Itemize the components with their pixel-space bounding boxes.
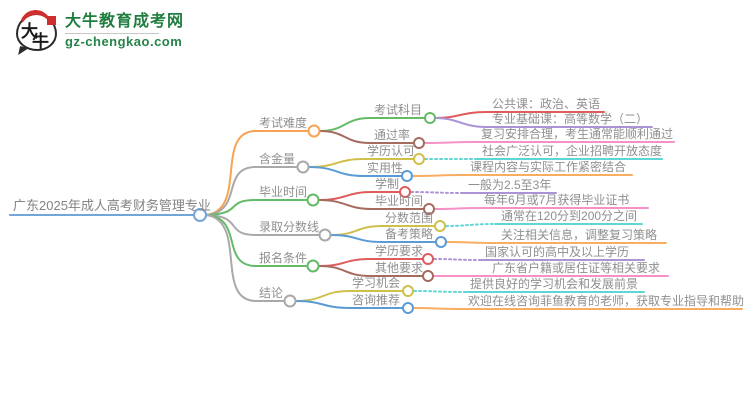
leaf-line-length-dotted [410, 191, 463, 194]
subnode-label-study-length[interactable]: 学制 [375, 177, 400, 191]
leaf-label-public-courses[interactable]: 公共课：政治、英语 [492, 97, 601, 111]
leaf-label-length-detail[interactable]: 一般为2.5至3年 [468, 178, 552, 192]
branch-label-conclusion[interactable]: 结论 [259, 286, 284, 300]
node-toggle-consult-recommend[interactable] [402, 302, 414, 314]
subnode-label-practicality[interactable]: 实用性 [367, 161, 404, 175]
logo-bubble-char-2: 牛 [32, 32, 49, 52]
node-toggle-practicality[interactable] [401, 170, 413, 182]
logo-site-url: gz-chengkao.com [65, 34, 183, 49]
node-toggle-admission-score[interactable] [318, 228, 332, 242]
leaf-label-consult-detail[interactable]: 欢迎在线咨询菲鱼教育的老师，获取专业指导和帮助 [468, 294, 745, 308]
logo-divider [65, 33, 159, 34]
leaf-line-graduation-date-detail [434, 207, 649, 210]
leaf-line-strategy-detail [446, 241, 667, 244]
logo-text-block: 大牛教育成考网 gz-chengkao.com [65, 13, 184, 49]
leaf-line-edu-req-dotted [433, 258, 480, 261]
leaf-line-consult-detail [413, 307, 743, 310]
branch-label-registration[interactable]: 报名条件 [259, 251, 308, 265]
subnode-label-education-requirement[interactable]: 学历要求 [375, 244, 424, 258]
logo-bubble-char-1: 大 [21, 22, 38, 42]
leaf-label-other-req-detail[interactable]: 广东省户籍或居住证等相关要求 [492, 261, 661, 275]
leaf-label-edu-req-detail[interactable]: 国家认可的高中及以上学历 [485, 245, 630, 259]
leaf-label-major-basic-course[interactable]: 专业基础课：高等数学（二） [492, 112, 649, 126]
node-toggle-graduation-date[interactable] [423, 203, 435, 215]
branch-line-graduation-date [318, 199, 425, 210]
node-toggle-score-range[interactable] [434, 220, 446, 232]
site-logo[interactable]: 大 牛 大牛教育成考网 gz-chengkao.com [16, 8, 184, 57]
node-toggle-root[interactable] [193, 208, 207, 222]
branch-label-exam-difficulty[interactable]: 考试难度 [259, 116, 308, 130]
branch-label-admission-score[interactable]: 录取分数线 [259, 220, 320, 234]
leaf-line-opportunity-dotted [413, 290, 465, 293]
subnode-label-prep-strategy[interactable]: 备考策略 [385, 227, 434, 241]
branch-line-registration [205, 214, 308, 267]
subnode-label-score-range[interactable]: 分数范围 [385, 211, 434, 225]
subnode-label-graduation-date[interactable]: 毕业时间 [375, 194, 424, 208]
leaf-label-practicality-detail[interactable]: 课程内容与实际工作紧密结合 [470, 160, 627, 174]
node-toggle-learning-opportunity[interactable] [402, 285, 414, 297]
node-toggle-conclusion[interactable] [283, 294, 297, 308]
root-node-label[interactable]: 广东2025年成人高考财务管理专业 [13, 198, 211, 213]
leaf-line-major-basic-course [435, 117, 653, 128]
leaf-label-graduation-date-detail[interactable]: 每年6月或7月获得毕业证书 [484, 193, 630, 207]
node-toggle-pass-rate[interactable] [413, 137, 425, 149]
node-toggle-exam-subjects[interactable] [424, 112, 436, 124]
branch-line-practicality [308, 166, 403, 177]
node-toggle-study-length[interactable] [399, 186, 411, 198]
node-toggle-prep-strategy[interactable] [435, 236, 447, 248]
node-toggle-degree-recognition[interactable] [413, 153, 425, 165]
leaf-line-practicality-detail [412, 174, 633, 177]
subnode-label-consult-recommend[interactable]: 咨询推荐 [352, 293, 401, 307]
branch-line-exam-difficulty [205, 130, 309, 216]
node-toggle-value[interactable] [296, 160, 310, 174]
subnode-label-learning-opportunity[interactable]: 学习机会 [352, 276, 401, 290]
node-toggle-exam-difficulty[interactable] [307, 124, 321, 138]
branch-label-value[interactable]: 含金量 [259, 152, 296, 166]
leaf-label-pass-rate-detail[interactable]: 复习安排合理，考生通常能顺利通过 [481, 127, 674, 141]
branch-line-pass-rate [319, 130, 415, 144]
logo-title: 大牛教育成考网 [65, 13, 185, 30]
branch-line-admission-score [205, 214, 320, 236]
leaf-label-recognition-detail[interactable]: 社会广泛认可，企业招聘开放态度 [482, 144, 663, 158]
subnode-label-pass-rate[interactable]: 通过率 [374, 128, 411, 142]
subnode-label-other-requirement[interactable]: 其他要求 [375, 261, 424, 275]
leaf-label-score-detail[interactable]: 通常在120分到200分之间 [501, 209, 638, 223]
node-toggle-graduation-time[interactable] [306, 193, 320, 207]
branch-line-prep-strategy [330, 234, 437, 243]
leaf-line-pass-rate-detail [424, 141, 675, 144]
logo-red-seal-icon [47, 16, 56, 25]
node-toggle-other-requirement[interactable] [422, 270, 434, 282]
branch-line-conclusion [205, 214, 285, 302]
branch-line-consult-recommend [295, 300, 404, 309]
leaf-label-strategy-detail[interactable]: 关注相关信息，调整复习策略 [501, 228, 658, 242]
logo-bubble-icon: 大 牛 [16, 8, 57, 57]
node-toggle-education-requirement[interactable] [422, 253, 434, 265]
branch-line-value [205, 166, 298, 216]
node-toggle-registration[interactable] [306, 259, 320, 273]
subnode-label-exam-subjects[interactable]: 考试科目 [374, 103, 423, 117]
subnode-label-degree-recognition[interactable]: 学历认可 [367, 144, 416, 158]
leaf-label-opportunity-detail[interactable]: 提供良好的学习机会和发展前景 [470, 277, 639, 291]
leaf-line-score-dotted [445, 223, 496, 227]
branch-label-graduation-time[interactable]: 毕业时间 [259, 185, 308, 199]
branch-line-graduation-time [205, 199, 308, 216]
branch-line-other-requirement [318, 265, 424, 277]
